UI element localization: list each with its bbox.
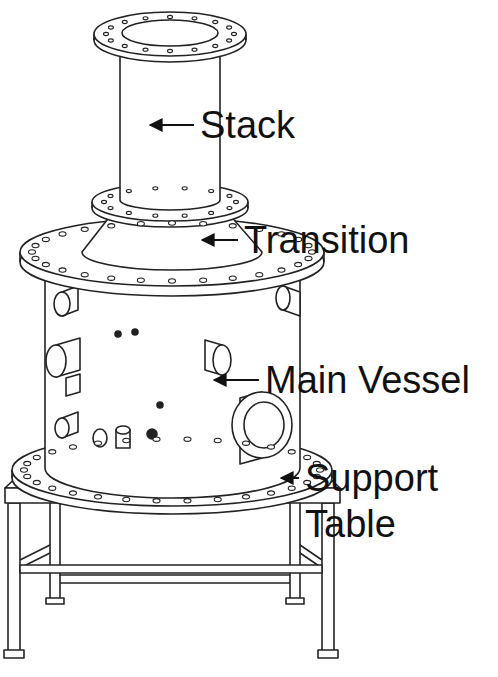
bolt-hole (153, 437, 160, 441)
bolt-hole (200, 278, 207, 282)
bolt-hole (42, 237, 49, 241)
bolt-hole (108, 224, 115, 228)
bolt-hole (295, 262, 302, 266)
bolt-hole (192, 17, 197, 20)
bolt-hole (24, 461, 31, 465)
bolt-hole (184, 437, 191, 441)
bolt-hole (209, 189, 214, 192)
bolt-hole (288, 450, 295, 454)
bolt-hole (153, 187, 158, 190)
bolt-hole (21, 468, 28, 472)
bolt-hole (232, 32, 237, 35)
bolt-hole (122, 44, 127, 47)
bolt-hole (29, 250, 36, 254)
bolt-hole (182, 214, 187, 217)
part-label: Support Table (305, 455, 480, 547)
bolt-hole (227, 39, 232, 42)
bolt-hole (137, 222, 144, 226)
bolt-hole (123, 438, 130, 442)
bolt-hole (243, 495, 250, 499)
bolt-hole (168, 15, 173, 18)
bolt-hole (108, 39, 113, 42)
bolt-hole (229, 224, 236, 228)
part-label: Transition (244, 217, 409, 263)
bolt-hole (214, 438, 221, 442)
bolt-hole (108, 26, 113, 29)
bolt-hole (81, 272, 88, 276)
bolt-hole (69, 491, 76, 495)
bolt-hole (32, 256, 39, 260)
bolt-hole (227, 26, 232, 29)
bolt-hole (200, 222, 207, 226)
bolt-hole (33, 480, 40, 484)
bolt-hole (81, 227, 88, 231)
bolt-hole (108, 206, 113, 209)
bolt-hole (227, 206, 232, 209)
bolt-hole (126, 189, 131, 192)
bolt-hole (95, 495, 102, 499)
bolt-hole (182, 187, 187, 190)
bolt-hole (32, 243, 39, 247)
bolt-hole (143, 17, 148, 20)
bolt-hole (153, 499, 160, 503)
bolt-hole (256, 272, 263, 276)
bolt-hole (49, 450, 56, 454)
bolt-hole (227, 194, 232, 197)
bolt-hole (169, 221, 176, 225)
bolt-hole (59, 232, 66, 236)
bolt-hole (137, 278, 144, 282)
part-label: Stack (200, 102, 295, 148)
bolt-hole (234, 200, 239, 203)
bolt-hole (288, 486, 295, 490)
bolt-hole (24, 474, 31, 478)
bolt-hole (209, 211, 214, 214)
bolt-hole (168, 49, 173, 52)
bolt-hole (69, 445, 76, 449)
leader-line (202, 239, 238, 241)
bolt-hole (184, 499, 191, 503)
bolt-hole (108, 276, 115, 280)
bolt-hole (59, 268, 66, 272)
bolt-hole (153, 214, 158, 217)
bolt-hole (102, 200, 107, 203)
bolt-hole (143, 48, 148, 51)
bolt-hole (126, 211, 131, 214)
bolt-hole (229, 276, 236, 280)
bolt-hole (268, 445, 275, 449)
bolt-hole (122, 20, 127, 23)
bolt-hole (192, 48, 197, 51)
bolt-hole (95, 441, 102, 445)
leader-line (150, 124, 194, 126)
leader-arrows (150, 125, 299, 478)
bolt-hole (108, 194, 113, 197)
bolt-hole (213, 20, 218, 23)
top-flange (94, 12, 246, 62)
leader-line (214, 379, 259, 381)
bolt-hole (123, 497, 130, 501)
bolt-hole (169, 279, 176, 283)
leader-line (281, 477, 299, 479)
part-label: Main Vessel (265, 357, 470, 403)
bolt-hole (33, 455, 40, 459)
bolt-hole (213, 44, 218, 47)
bolt-hole (49, 486, 56, 490)
bolt-hole (42, 262, 49, 266)
bolt-hole (243, 441, 250, 445)
bolt-hole (278, 268, 285, 272)
bolt-hole (268, 491, 275, 495)
bolt-hole (104, 32, 109, 35)
bolt-hole (214, 497, 221, 501)
